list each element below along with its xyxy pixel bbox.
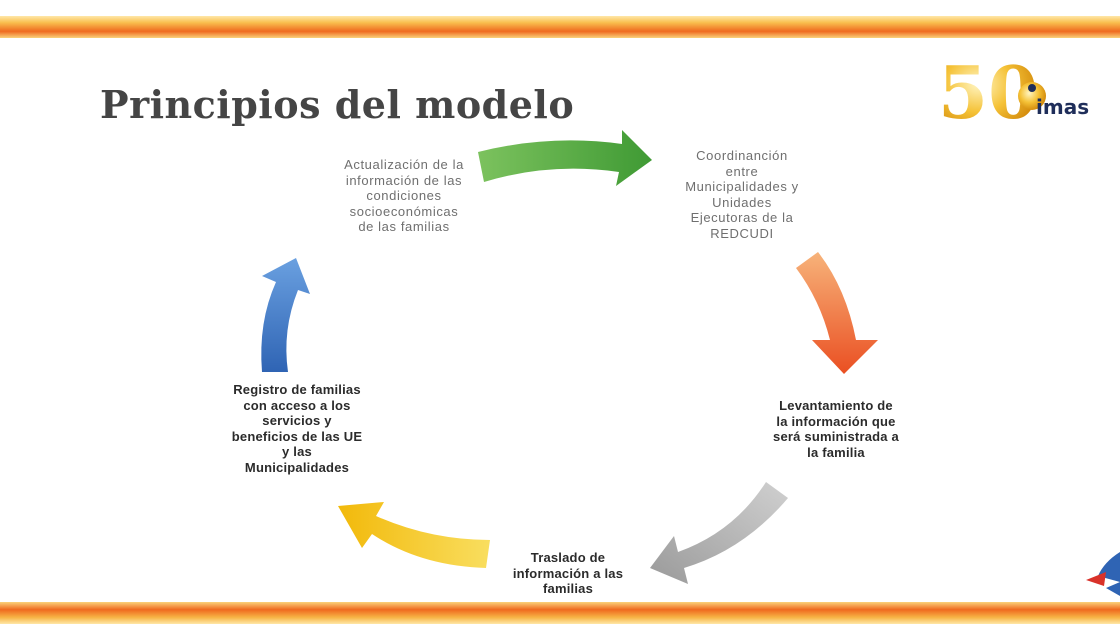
cycle-step-transfer: Traslado de información a las familias [512,550,624,596]
cycle-step-update-info: Actualización de la información de las c… [344,157,464,234]
cycle-step-registry: Registro de familias con acceso a los se… [231,382,363,475]
logo-text: imas [1036,95,1089,119]
cycle-arrow-blue [261,258,310,372]
cycle-step-survey: Levantamiento de la información que será… [773,398,899,460]
imas-50-logo: 50 imas [938,58,1089,128]
slide-title: Principios del modelo [100,82,575,127]
cycle-arrow-gray [650,482,788,584]
corner-decoration [1086,552,1120,596]
top-decorative-band [0,16,1120,38]
cycle-step-coordination: Coordinanción entre Municipalidades y Un… [685,148,799,241]
bottom-decorative-band [0,602,1120,624]
cycle-arrow-yellow [338,502,490,568]
cycle-arrow-orange [796,252,878,374]
cycle-arrow-green [478,130,652,186]
